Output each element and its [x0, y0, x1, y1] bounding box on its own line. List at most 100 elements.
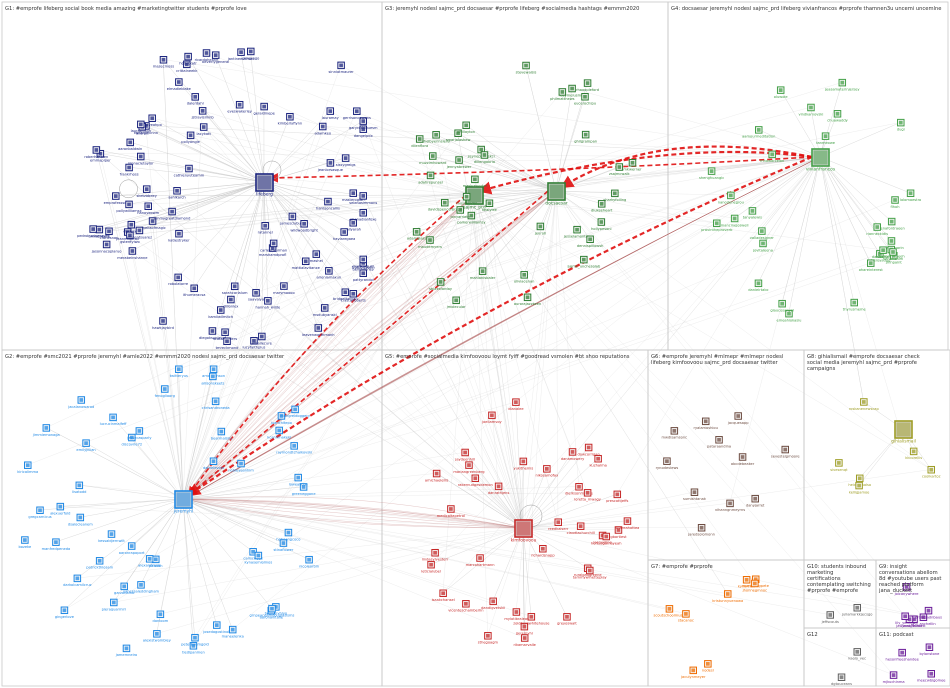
svg-text:jaculynmeyer: jaculynmeyer [680, 675, 706, 679]
svg-text:aaronrapoport: aaronrapoport [119, 551, 145, 555]
svg-text:gbartiest: gbartiest [610, 535, 627, 539]
svg-text:isaakchansel: isaakchansel [432, 598, 455, 602]
svg-text:geraldinepe: geraldinepe [253, 111, 275, 115]
svg-text:lowealicon: lowealicon [289, 482, 308, 486]
svg-text:rynodeviews: rynodeviews [656, 466, 679, 470]
svg-text:jstravisimnb: jstravisimnb [191, 116, 215, 120]
svg-text:lucyfaithplus: lucyfaithplus [242, 346, 265, 350]
svg-text:emmapiper: emmapiper [90, 159, 111, 163]
svg-text:lisatodd: lisatodd [72, 490, 86, 494]
svg-text:jeremyhl: jeremyhl [173, 509, 193, 515]
node-flhoh[interactable]: flhoh [891, 197, 900, 209]
svg-text:coolkartoz: coolkartoz [922, 475, 941, 479]
node-docsaesar[interactable]: docsaesar [545, 183, 568, 207]
svg-text:eucerochipu: eucerochipu [574, 102, 596, 106]
svg-text:jaredsolomonn: jaredsolomonn [687, 533, 715, 537]
svg-text:marshamdprofl: marshamdprofl [259, 253, 286, 257]
svg-text:amichaelellis: amichaelellis [425, 478, 449, 482]
svg-text:dillonlex: dillonlex [223, 304, 239, 308]
svg-text:ithumeracsa: ithumeracsa [183, 293, 205, 297]
svg-text:adamglass: adamglass [407, 237, 427, 241]
svg-text:stinaflower: stinaflower [274, 548, 294, 552]
svg-text:hollypesoni: hollypesoni [591, 227, 611, 231]
svg-text:davidspencerbrazil: davidspencerbrazil [428, 208, 462, 212]
svg-text:marlenejust: marlenejust [353, 264, 375, 268]
group-label-g7: G7: #emprofe #prprofe [651, 564, 713, 570]
svg-text:kaolo_vec: kaolo_vec [848, 657, 866, 661]
node-dugi[interactable]: dugi [897, 119, 905, 131]
svg-text:chuawaddy: chuawaddy [827, 119, 848, 123]
svg-text:haviaregaea: haviaregaea [333, 237, 355, 241]
svg-text:lifeberg: lifeberg [256, 192, 273, 198]
svg-text:kristunnyuenowa: kristunnyuenowa [712, 599, 743, 603]
group-label-g11: G11: podcast [879, 632, 914, 638]
svg-text:rakernudgesdemon: rakernudgesdemon [458, 483, 493, 487]
svg-text:parkerwilliamsy: parkerwilliamsy [457, 220, 486, 224]
svg-text:dlukeeheart: dlukeeheart [591, 209, 613, 213]
svg-text:discovrle72: discovrle72 [121, 442, 142, 446]
svg-text:medicaltapetrol: medicaltapetrol [437, 514, 465, 518]
svg-text:jacquesapp: jacquesapp [727, 421, 749, 425]
svg-text:dsaiocleanem: dsaiocleanem [68, 522, 93, 526]
svg-text:ryalamoshiou: ryalamoshiou [694, 426, 718, 430]
svg-text:tmreckmond: tmreckmond [216, 346, 239, 350]
svg-text:jacalanowarod: jacalanowarod [67, 405, 94, 409]
svg-text:wildwoodbright: wildwoodbright [290, 229, 318, 233]
svg-text:nanodenegrou: nanodenegrou [718, 200, 744, 204]
svg-text:jeanlorsasque: jeanlorsasque [317, 168, 344, 172]
node-jeremyhl[interactable]: jeremyhl [173, 491, 193, 515]
svg-text:jmhpaint: jmhpaint [885, 261, 903, 265]
svg-text:tanmeowe: tanmeowe [816, 141, 836, 145]
svg-text:pollywilliamsx: pollywilliamsx [116, 209, 142, 213]
svg-text:jhonnegmnoc: jhonnegmnoc [742, 588, 767, 592]
svg-text:vicenteschamberlin: vicenteschamberlin [448, 609, 483, 613]
svg-text:hannah_wilde: hannah_wilde [255, 306, 281, 310]
svg-text:frankrhoss: frankrhoss [120, 172, 139, 176]
svg-text:danrathjens: danrathjens [488, 491, 510, 495]
node-kimfoovoou[interactable]: kimfoovoou [511, 520, 537, 544]
svg-text:kcannmakeki: kcannmakeki [267, 435, 291, 439]
node-gihialismail[interactable]: gihialismail [891, 421, 916, 445]
svg-text:eveswakerley: eveswakerley [227, 110, 252, 114]
svg-text:cenafordraeen: cenafordraeen [879, 226, 905, 230]
svg-text:stevewalsis: stevewalsis [516, 70, 537, 74]
node-lifeberg[interactable]: lifeberg [256, 174, 273, 198]
svg-text:dillengabrio: dillengabrio [474, 160, 495, 164]
svg-text:lolomaestro: lolomaestro [900, 198, 921, 202]
group-label-g3: G3: jeremyhl nodesl sajmc_prd docsaesar … [385, 6, 639, 12]
svg-text:dandigvetskii: dandigvetskii [481, 606, 505, 610]
svg-text:peterbaumgold: peterbaumgold [181, 643, 209, 647]
svg-text:gregcarnicus: gregcarnicus [28, 515, 51, 519]
svg-text:mkwerner: mkwerner [623, 168, 642, 172]
svg-text:lauramay: lauramay [322, 116, 340, 120]
svg-text:hotkitkatr: hotkitkatr [179, 61, 197, 65]
svg-text:aurorajazzkeen: aurorajazzkeen [514, 302, 541, 306]
svg-text:ameliaofmagic: ameliaofmagic [139, 226, 166, 230]
svg-text:beverlygeneral: beverlygeneral [202, 60, 229, 64]
svg-text:hortasgamayeah: hortasgamayeah [591, 541, 621, 545]
svg-text:roskanenewscap: roskanenewscap [849, 407, 880, 411]
svg-text:bearmalsilu: bearmalsilu [211, 436, 232, 440]
svg-text:emmygreatdiamond: emmygreatdiamond [154, 216, 191, 220]
svg-text:jesselamontag: jesselamontag [563, 235, 590, 239]
svg-text:crystalroberts: crystalroberts [341, 299, 366, 303]
svg-text:saavaiya: saavaiya [248, 298, 264, 302]
svg-text:zsajmcwalk: zsajmcwalk [609, 172, 631, 176]
svg-text:jimmiemonaga: jimmiemonaga [32, 433, 60, 437]
svg-text:adamkeo: adamkeo [314, 131, 331, 135]
svg-text:pravintheproverb: pravintheproverb [701, 228, 733, 232]
svg-text:nodesl: nodesl [702, 669, 714, 673]
svg-text:carleenkurman: carleenkurman [260, 248, 287, 252]
svg-text:donloom: donloom [153, 619, 169, 623]
svg-text:marymoooo: marymoooo [273, 291, 295, 295]
svg-text:ohareinterest: ohareinterest [859, 268, 884, 272]
svg-text:alexandrasin: alexandrasin [138, 564, 161, 568]
svg-text:jasonnacoplaruo: jasonnacoplaruo [91, 249, 122, 253]
svg-text:darkolcamilcruz: darkolcamilcruz [63, 583, 92, 587]
svg-text:ohanadianfoxe: ohanadianfoxe [350, 218, 377, 222]
svg-text:hawkjaybird: hawkjaybird [152, 326, 174, 330]
svg-text:leavenworthmanh: leavenworthmanh [302, 333, 335, 337]
svg-text:emailecure: emailecure [252, 341, 273, 345]
svg-text:nicoleorbin: nicoleorbin [299, 565, 319, 569]
svg-text:kuzhalma: kuzhalma [589, 464, 606, 468]
